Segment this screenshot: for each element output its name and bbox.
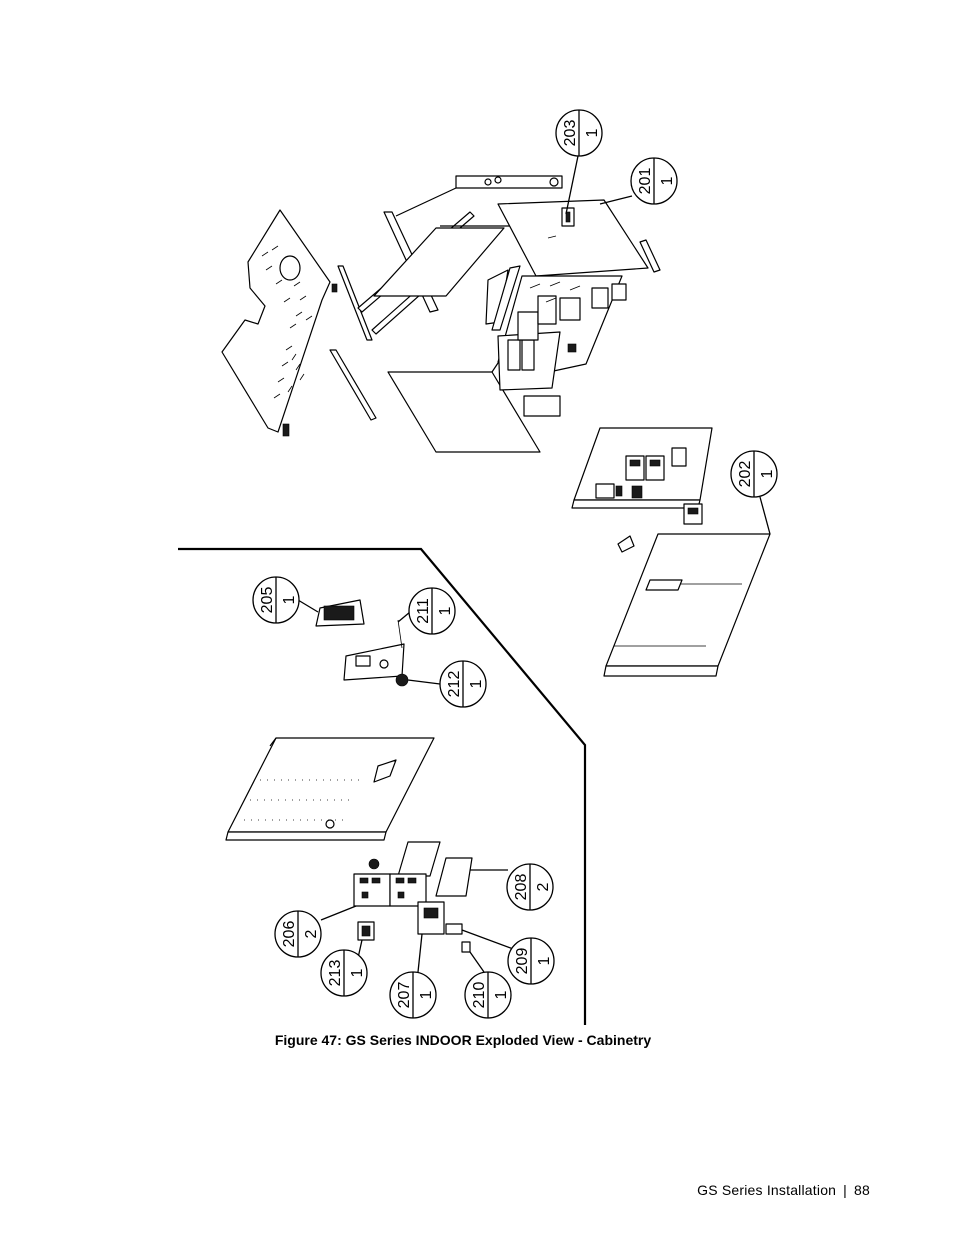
callout-210-item: 210 (471, 982, 488, 1009)
footer-separator: | (843, 1182, 848, 1198)
side-panel-assembly (571, 427, 713, 553)
callout-205-qty: 1 (281, 595, 298, 604)
callout-211-qty: 1 (437, 606, 454, 615)
callout-207-item: 207 (396, 982, 413, 1009)
callout-206-qty: 2 (303, 929, 320, 938)
callout-210: 210 1 (464, 951, 512, 1019)
front-door (603, 533, 771, 677)
callout-213-item: 213 (327, 960, 344, 987)
callout-203-item: 203 (562, 120, 579, 147)
faceplate (343, 619, 405, 681)
display-module (315, 599, 365, 627)
callout-208: 208 2 (470, 863, 554, 911)
callout-208-item: 208 (513, 874, 530, 901)
main-enclosure (373, 175, 563, 453)
callout-209-qty: 1 (536, 956, 553, 965)
callout-203-qty: 1 (584, 128, 601, 137)
callout-201-qty: 1 (659, 176, 676, 185)
top-cover (497, 199, 661, 277)
callout-212-item: 212 (446, 671, 463, 698)
lower-assembly (225, 599, 473, 953)
callout-211-item: 211 (415, 598, 432, 624)
callout-213: 213 1 (320, 939, 368, 997)
back-panel (221, 209, 338, 437)
cabinet-panel (225, 737, 435, 841)
upper-assembly (221, 175, 771, 677)
callout-210-qty: 1 (493, 990, 510, 999)
callout-206-item: 206 (281, 921, 298, 948)
callout-207: 207 1 (389, 933, 437, 1019)
callout-213-qty: 1 (349, 968, 366, 977)
callout-209: 209 1 (461, 929, 555, 985)
callout-212: 212 1 (407, 660, 487, 708)
callout-202-item: 202 (737, 461, 754, 488)
callout-205: 205 1 (252, 576, 319, 624)
component-set (353, 841, 473, 953)
knob (395, 673, 409, 687)
figure-caption: Figure 47: GS Series INDOOR Exploded Vie… (274, 1032, 652, 1048)
callout-202-qty: 1 (759, 469, 776, 478)
callout-212-qty: 1 (468, 679, 485, 688)
callout-211: 211 1 (397, 587, 456, 635)
callout-202: 202 1 (730, 450, 778, 535)
callout-201-item: 201 (637, 168, 654, 195)
callout-205-item: 205 (259, 587, 276, 614)
internal-frame (497, 275, 627, 417)
callout-208-qty: 2 (535, 882, 552, 891)
callout-209-item: 209 (514, 948, 531, 975)
callout-201: 201 1 (599, 157, 678, 205)
callout-203: 203 1 (555, 109, 603, 215)
page-number: 88 (854, 1182, 870, 1198)
callout-206: 206 2 (274, 905, 357, 958)
footer-section-title: GS Series Installation (697, 1182, 837, 1198)
callout-207-qty: 1 (418, 990, 435, 999)
divider-line (178, 547, 587, 1025)
page-footer: GS Series Installation | 88 (697, 1182, 870, 1198)
